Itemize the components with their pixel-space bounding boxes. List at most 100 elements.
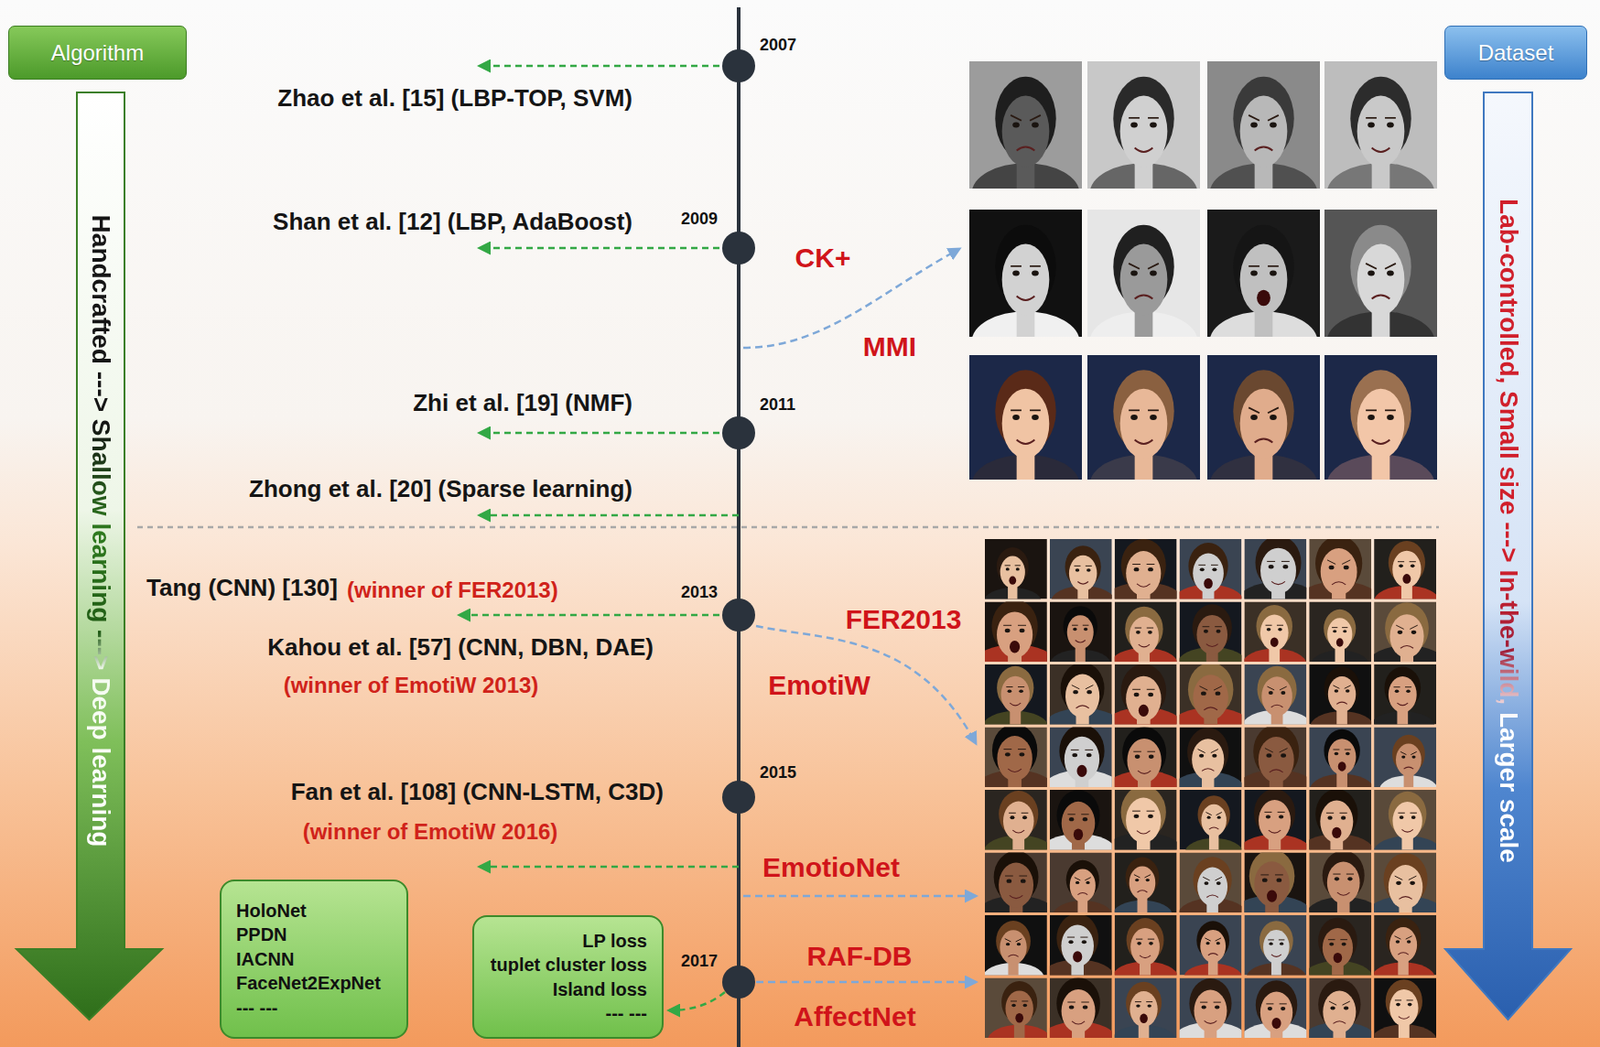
brow [1134,875,1141,878]
face-photo [1243,539,1307,600]
brow [1260,874,1269,876]
brow [1017,686,1025,688]
brow [1067,813,1075,815]
eye [1411,630,1417,635]
face-photo [1049,915,1113,976]
eye [1267,1006,1273,1011]
mouth [1338,761,1347,772]
eye [1269,270,1277,277]
mouth [1073,828,1083,841]
brow [1332,748,1340,750]
eye [1147,567,1154,572]
eye [1134,567,1140,572]
eye [1136,941,1142,946]
list-item: HoloNet [236,898,307,923]
brow [1128,263,1140,270]
arrow-outline [16,92,163,1020]
eye [1201,1005,1207,1009]
face-photo [1179,602,1243,663]
algorithm-label: Kahou et al. [57] (CNN, DBN, DAE) [267,633,654,662]
face-photo [984,664,1048,725]
brow [1384,117,1396,119]
mouth [1203,578,1213,590]
eye [1280,1006,1286,1011]
list-item: FaceNet2ExpNet [236,971,381,995]
winner-note: (winner of FER2013) [346,577,559,605]
dataset-name: AffectNet [793,1000,916,1034]
brow [1328,939,1336,941]
eye [1147,814,1154,819]
timeline-axis [736,7,741,1047]
mouth [1076,765,1087,778]
face-photo [1049,539,1113,600]
face-gallery [969,61,1446,1047]
brow [1016,939,1023,942]
face-photo [1114,727,1178,789]
eye [1332,629,1337,633]
leader-arrow [479,64,720,68]
brow [1084,877,1091,881]
face [1192,553,1224,594]
mouth [1271,954,1282,957]
mouth [1337,892,1351,896]
mouth [1400,645,1414,649]
brow [1085,565,1092,567]
face [998,863,1034,909]
mouth [1016,296,1036,301]
brow [1084,749,1093,751]
brow [1341,627,1348,628]
eye [1200,691,1207,695]
face-photo [984,727,1048,789]
brow [1281,561,1290,563]
brow [1144,875,1151,878]
mouth [1015,1013,1024,1023]
mouth [1268,830,1281,833]
face-photo [1308,789,1372,851]
eye [1083,627,1088,631]
dataset-name: CK+ [795,241,852,275]
face [1322,928,1353,968]
face [1197,867,1228,907]
brow [1409,561,1417,563]
eye [1399,815,1405,820]
face-photo [1243,853,1307,914]
brow [1406,999,1414,1001]
face-photo [1308,602,1372,663]
face [1322,990,1356,1033]
face-photo [1114,789,1178,851]
mouth [1016,439,1036,444]
face [1319,800,1353,844]
eye [1265,815,1271,820]
face [1003,801,1035,842]
list-item: --- --- [605,1001,648,1026]
eye [1135,630,1141,635]
face-photo [969,209,1082,337]
brow [1408,875,1417,880]
face [1328,738,1357,775]
eye [1278,815,1284,820]
face [1388,864,1423,909]
eye [1347,876,1352,881]
brow [1365,409,1377,411]
trend-arrow: Lab-controlled, Small size ---> In-the-w… [1444,91,1572,1021]
face [996,611,1033,658]
face-photo [1308,915,1372,976]
eye [1031,122,1039,129]
face-photo [1049,978,1113,1039]
eye [1146,1004,1152,1007]
face-photo [1207,209,1320,337]
face-photo [1373,664,1437,725]
brow [1275,874,1284,876]
brow [1279,748,1288,753]
mouth [1372,295,1391,300]
eye [1134,692,1140,697]
brow [1341,560,1351,565]
brow [1340,939,1348,941]
brow [1210,749,1219,754]
face-photo [984,789,1048,851]
face [1260,548,1297,595]
brow [1384,409,1396,411]
mouth [1077,893,1088,896]
mouth [1137,890,1148,893]
eye [1394,690,1400,694]
